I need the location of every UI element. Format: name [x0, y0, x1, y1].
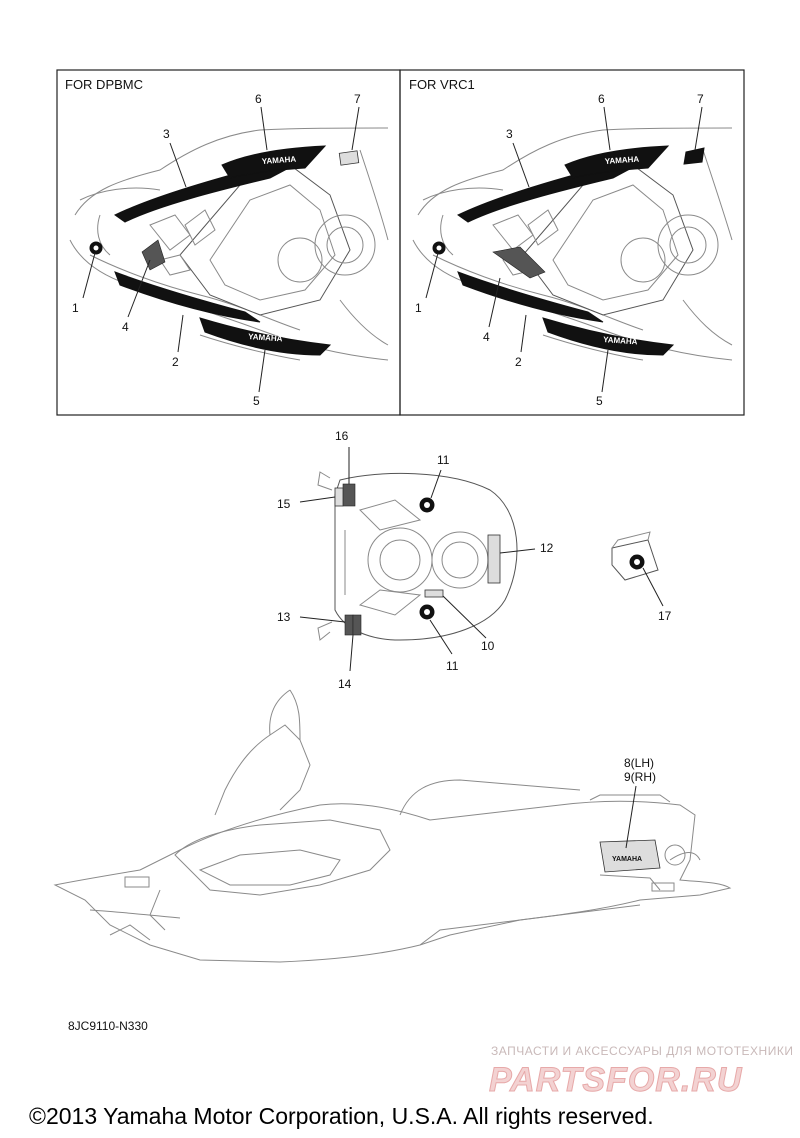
decal-8-9-yamaha: [599, 839, 661, 873]
decal-16: [342, 483, 356, 507]
decal-lower-stripe: [114, 271, 261, 323]
callouts-dpbmc: 1 2 3 4 5 6 7: [72, 92, 361, 408]
watermark-logo: PARTSFOR.RU: [489, 1061, 743, 1099]
hood-illustration-dpbmc: YAMAHA YAMAHA: [69, 127, 389, 361]
svg-text:4: 4: [122, 320, 129, 334]
decal-10: [424, 589, 444, 598]
hood-illustration-vrc1: YAMAHA YAMAHA: [412, 127, 733, 361]
svg-text:3: 3: [506, 127, 513, 141]
svg-text:5: 5: [253, 394, 260, 408]
svg-text:9(RH): 9(RH): [624, 770, 656, 784]
panel-frame-vrc1: [399, 69, 745, 416]
svg-text:12: 12: [540, 541, 554, 555]
seat-top-view: [317, 471, 518, 641]
svg-text:17: 17: [658, 609, 672, 623]
decal-14: [352, 614, 362, 636]
decal-lower-stripe-vrc1: [457, 271, 604, 323]
svg-text:4: 4: [483, 330, 490, 344]
svg-text:8(LH): 8(LH): [624, 756, 654, 770]
panel-label-dpbmc: FOR DPBMC: [65, 77, 143, 92]
watermark-tagline: ЗАПЧАСТИ И АКСЕССУАРЫ ДЛЯ МОТОТЕХНИКИ: [491, 1044, 793, 1058]
svg-text:7: 7: [354, 92, 361, 106]
svg-text:11: 11: [437, 453, 450, 467]
callouts-seat: 16 15 11 12 13 14 11 10: [277, 429, 554, 691]
decal-4-side-vrc1: [492, 246, 546, 279]
svg-text:1: 1: [72, 301, 79, 315]
decal-7-vrc1: [683, 147, 705, 165]
svg-text:1: 1: [415, 301, 422, 315]
decal-5-lower-yamaha: [199, 317, 332, 356]
decal-7: [338, 150, 360, 166]
svg-text:10: 10: [481, 639, 495, 653]
decal-6-upper-yamaha-vrc1: [564, 145, 670, 179]
decal-15: [334, 487, 344, 507]
decal-12: [487, 534, 501, 584]
svg-text:YAMAHA: YAMAHA: [612, 856, 642, 863]
diagram-code: 8JC9110-N330: [68, 1019, 148, 1033]
svg-text:YAMAHA: YAMAHA: [605, 155, 640, 166]
copyright-text: ©2013 Yamaha Motor Corporation, U.S.A. A…: [29, 1103, 654, 1129]
svg-text:6: 6: [598, 92, 605, 106]
svg-text:YAMAHA: YAMAHA: [248, 332, 283, 343]
part-17-illustration: 17: [611, 531, 672, 623]
callouts-side: 8(LH) 9(RH): [624, 756, 656, 849]
panel-frame-dpbmc: [56, 69, 401, 416]
svg-text:YAMAHA: YAMAHA: [262, 155, 297, 166]
svg-text:2: 2: [172, 355, 179, 369]
decal-13: [344, 614, 354, 636]
svg-text:13: 13: [277, 610, 291, 624]
svg-text:16: 16: [335, 429, 349, 443]
svg-text:15: 15: [277, 497, 291, 511]
callouts-vrc1: 1 2 3 4 5 6 7: [415, 92, 704, 408]
svg-text:14: 14: [338, 677, 352, 691]
svg-text:5: 5: [596, 394, 603, 408]
decal-4-side: [141, 239, 166, 271]
svg-text:11: 11: [446, 659, 459, 673]
svg-text:2: 2: [515, 355, 522, 369]
decal-5-lower-yamaha-vrc1: [542, 317, 675, 356]
snowmobile-side-view: YAMAHA: [53, 689, 732, 963]
panel-label-vrc1: FOR VRC1: [409, 77, 475, 92]
svg-text:3: 3: [163, 127, 170, 141]
decal-6-upper-yamaha: [221, 145, 327, 179]
svg-text:6: 6: [255, 92, 262, 106]
svg-text:YAMAHA: YAMAHA: [603, 335, 638, 346]
svg-text:7: 7: [697, 92, 704, 106]
